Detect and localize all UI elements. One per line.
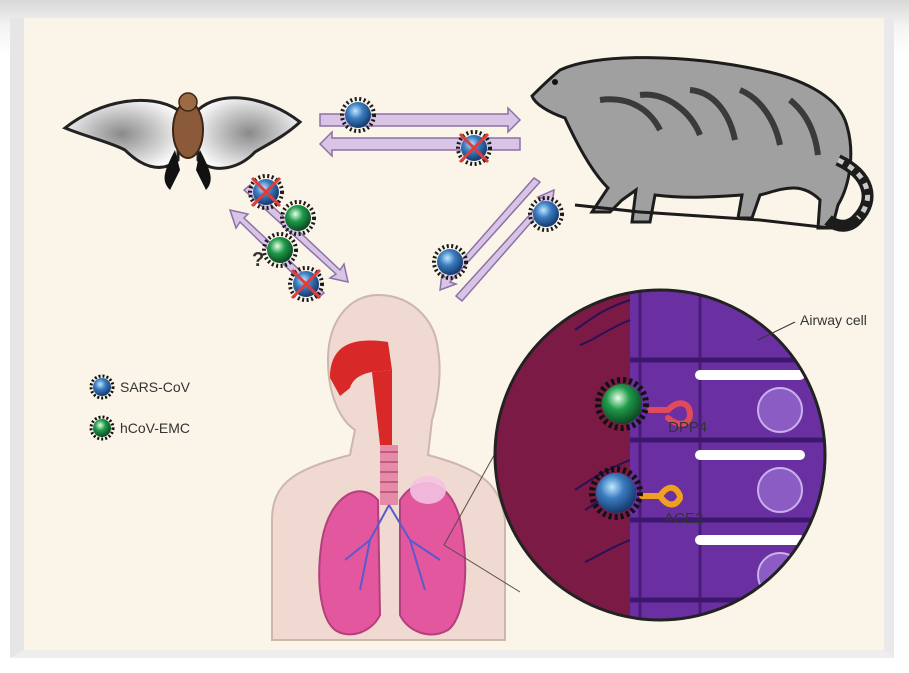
legend-hcov-label: hCoV-EMC [120,420,190,436]
legend-hcov-swatch [91,417,113,439]
virus-sars-human-civet [434,246,466,278]
virus-sars-civet-human [530,198,562,230]
airway-zoom-circle [490,285,830,625]
dpp4-label: DPP4 [668,419,707,436]
ace2-label: ACE2 [664,510,703,527]
human-illustration [272,295,505,640]
virus-sars-blocked-civet-bat [458,132,490,164]
airway-cell-label: Airway cell [800,312,867,328]
virus-sars-blocked-bat-human [250,176,282,208]
legend-sars-label: SARS-CoV [120,379,191,395]
legend-sars-swatch [91,376,113,398]
virus-hcov-uncertain [264,234,296,266]
virus-hcov-bat-human [282,202,314,234]
civet-illustration [532,58,868,228]
virus-sars-blocked-human-bat [290,268,322,300]
question-mark-label: ? [252,249,264,271]
legend: SARS-CoV hCoV-EMC [91,376,191,439]
